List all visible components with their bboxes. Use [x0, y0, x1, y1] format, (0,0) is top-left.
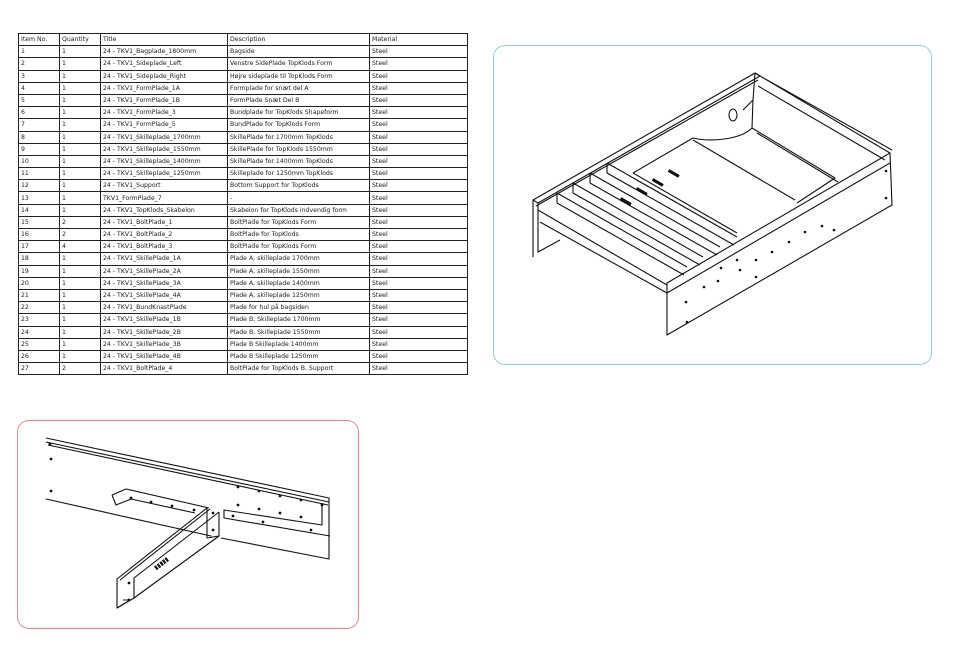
support-bracket-drawing: ▮▮▮▮▮	[45, 437, 331, 609]
support-isometric-view-panel	[17, 420, 359, 629]
bolt-holes-front	[684, 169, 888, 324]
part-label-engraving: ▮▮▮▮▮	[153, 556, 170, 572]
assembly-isometric-view-panel	[493, 45, 932, 365]
cell-material: Steel	[369, 362, 468, 376]
cell-material: Steel	[369, 130, 468, 144]
topklods-form-assembly-drawing	[532, 72, 893, 336]
cell-item-no: 27	[18, 362, 60, 376]
cable-hole	[728, 108, 738, 122]
bolt-holes-support	[48, 442, 324, 602]
clamp-marks	[619, 169, 680, 206]
